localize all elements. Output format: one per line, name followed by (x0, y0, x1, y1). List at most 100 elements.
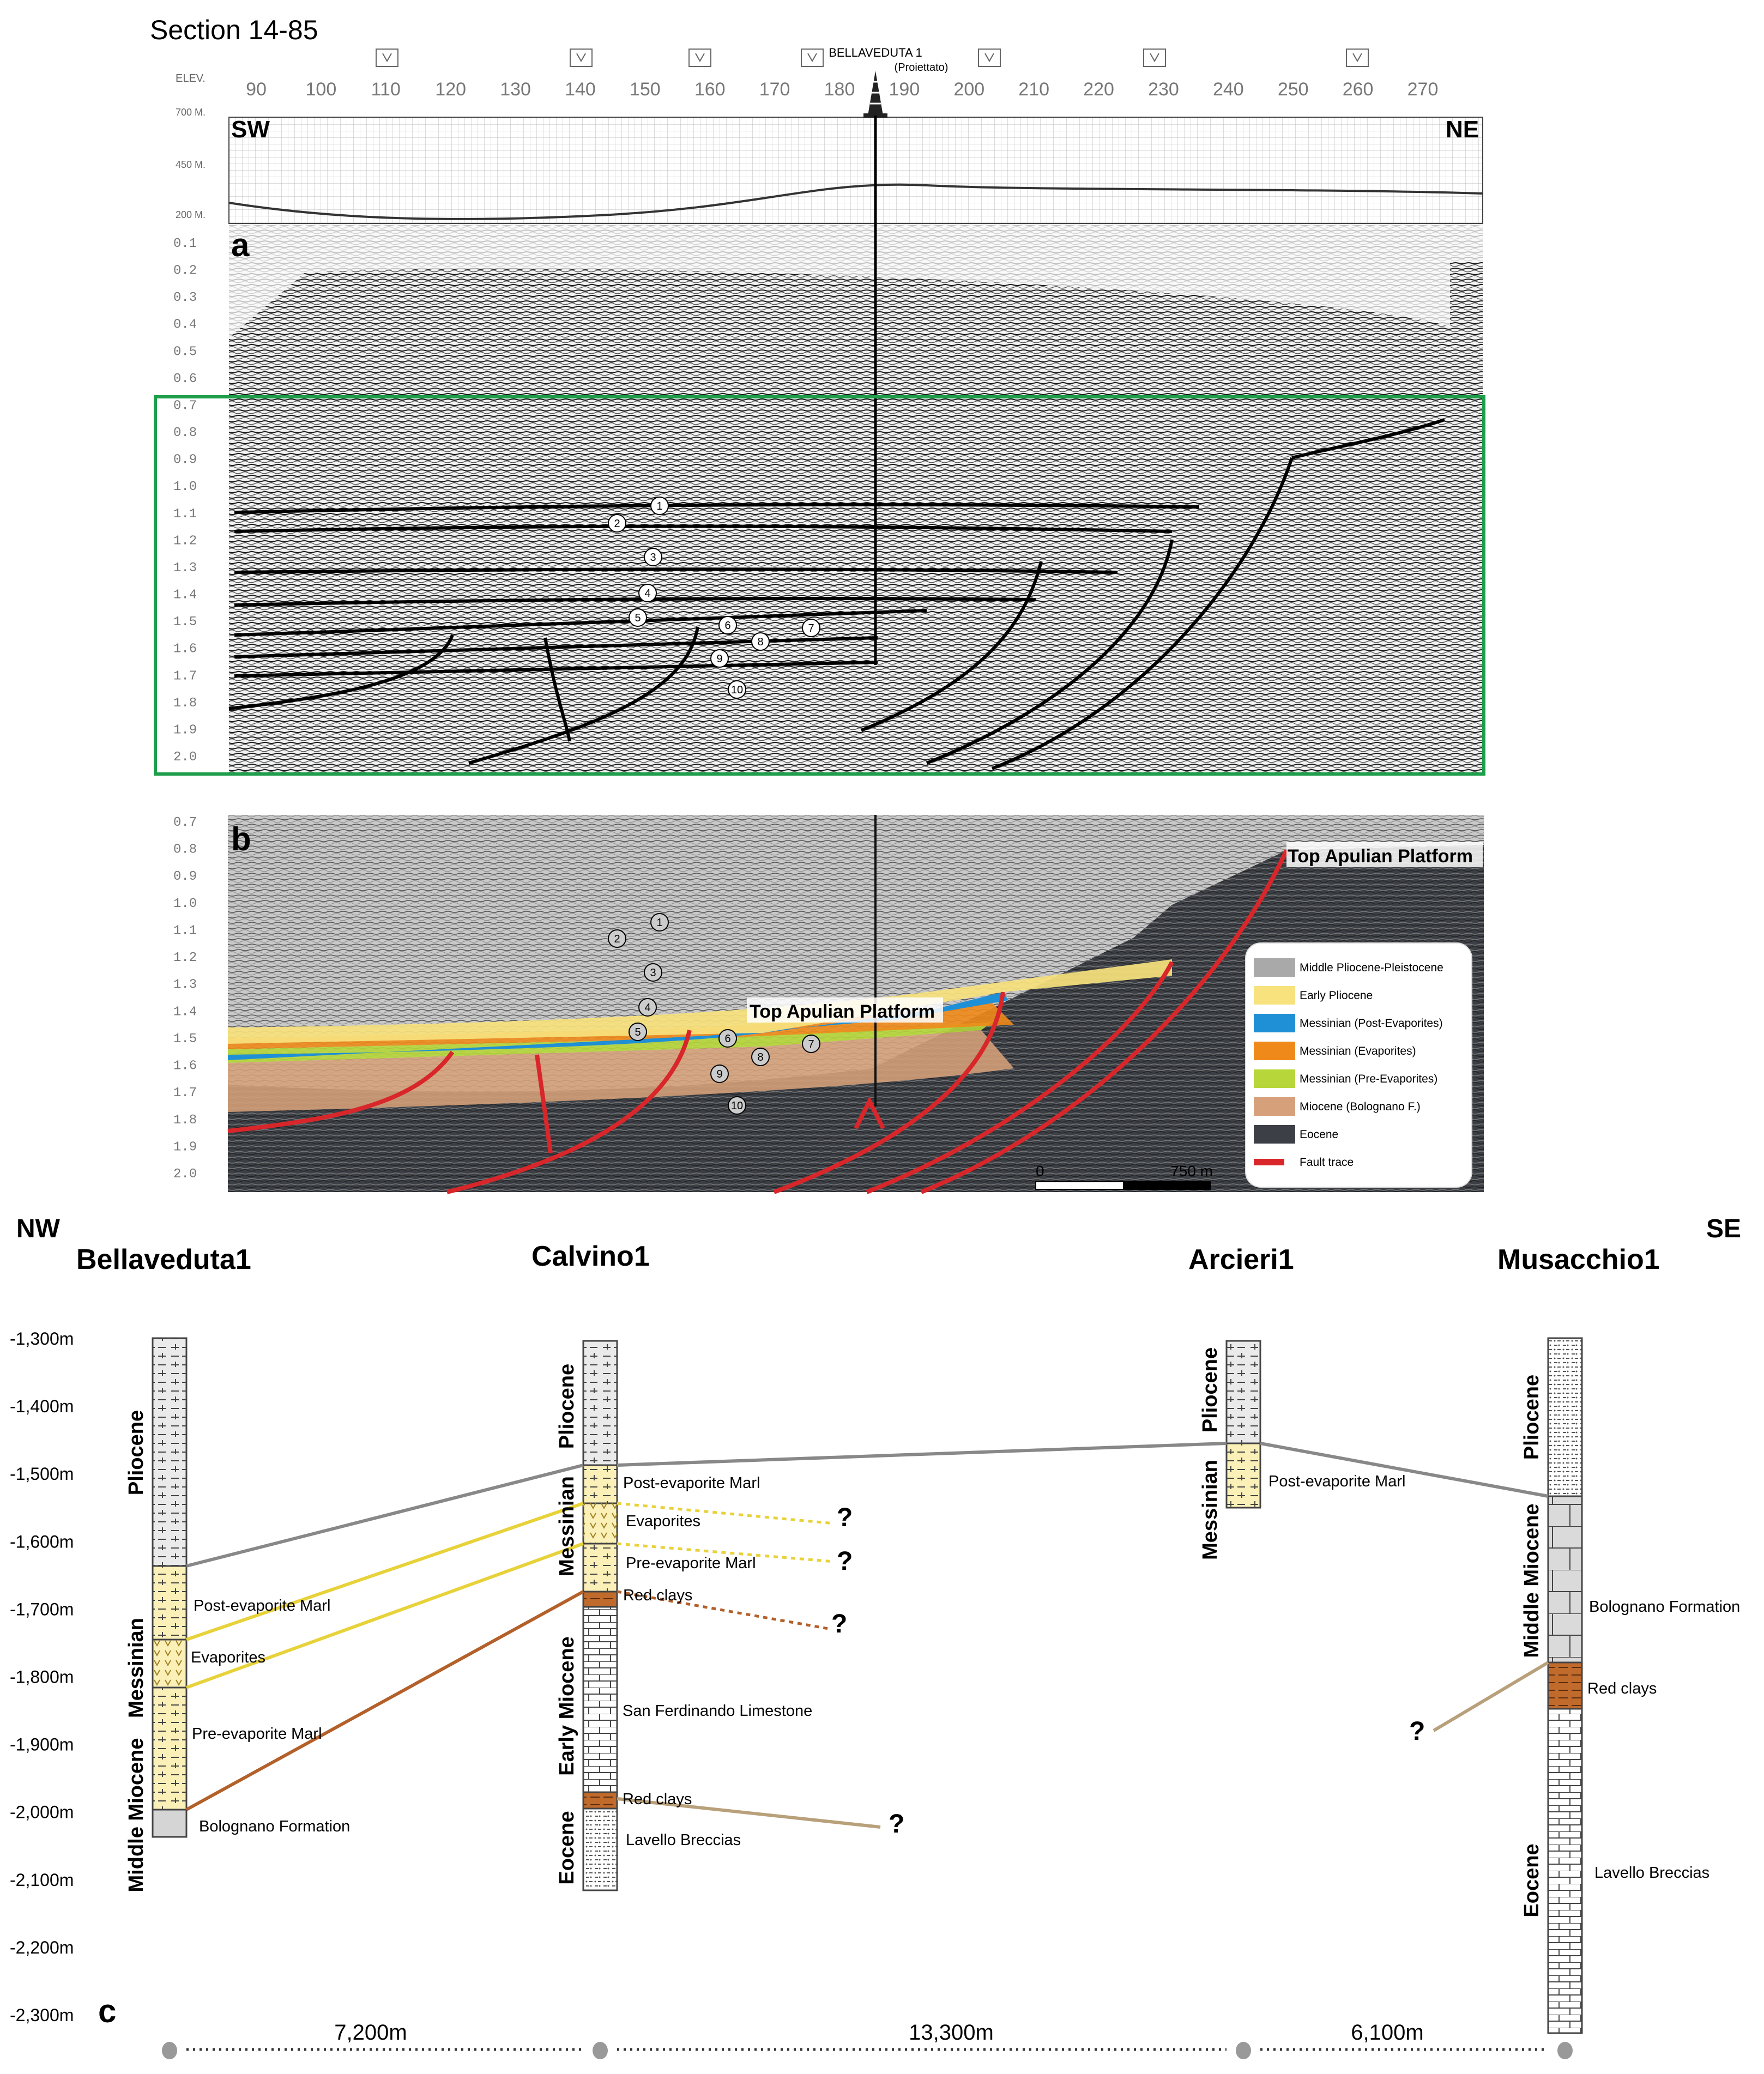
horizon-line-6 (234, 636, 878, 658)
fault-line-a-1 (228, 634, 454, 710)
twt-tick-a: 0.1 (173, 237, 197, 251)
interpreted-lines-a (228, 418, 1445, 770)
velocity-point-icon (376, 49, 398, 67)
legend-label: Eocene (1300, 1128, 1338, 1141)
shotpoint-label: 250 (1278, 79, 1309, 100)
elev-label: ELEV. (176, 72, 206, 84)
legend-item: Middle Pliocene-Pleistocene (1254, 958, 1443, 977)
twt-tick-b: 2.0 (173, 1167, 197, 1182)
shotpoint-label: 170 (759, 79, 790, 100)
horizon-marker-label: 7 (808, 622, 814, 634)
well-name-arcieri1: Arcieri1 (1188, 1244, 1294, 1275)
elev-tick-700: 700 M. (176, 107, 206, 118)
direction-ne: NE (1446, 116, 1479, 143)
twt-tick-a: 1.5 (173, 615, 197, 630)
horizon-line-2 (234, 524, 1173, 533)
shotpoint-label: 90 (246, 79, 267, 100)
top-platform-label-bg-2 (1286, 842, 1483, 867)
shotpoint-label: 150 (630, 79, 661, 100)
depth-axis: -1,300m-1,400m-1,500m-1,600m-1,700m-1,80… (10, 1329, 74, 2025)
shotpoint-label: 200 (953, 79, 984, 100)
seismic-upper-blank (229, 225, 1483, 338)
corr-dashed-evap-top (617, 1502, 835, 1525)
shotpoint-label: 160 (694, 79, 726, 100)
panel-b-letter: b (231, 821, 251, 857)
legend-label: Miocene (Bolognano F.) (1300, 1101, 1421, 1113)
horizon-marker: 5 (629, 608, 647, 627)
horizon-line-7 (234, 661, 878, 678)
distance-bar (162, 2042, 1573, 2059)
velocity-point-icon (688, 49, 711, 67)
horizon-marker: 5 (629, 1023, 647, 1041)
elev-tick-450: 450 M. (176, 159, 206, 170)
unknown-marker: ? (889, 1810, 904, 1839)
well-age-label: Messinian (1199, 1460, 1222, 1560)
well-age-label: Pliocene (555, 1364, 578, 1449)
horizon-line-1 (234, 503, 1200, 514)
section-title: Section 14-85 (150, 15, 318, 45)
shotpoint-label: 130 (500, 79, 531, 100)
horizon-marker-label: 10 (731, 1100, 743, 1112)
well-unit-label: Post-evaporite Marl (194, 1597, 330, 1615)
well-age-label: Middle Miocene (125, 1738, 148, 1892)
corr-post-evap-base (186, 1502, 584, 1641)
legend-label: Fault trace (1300, 1156, 1354, 1169)
horizon-marker-label: 2 (614, 518, 620, 530)
top-apulian-platform-label-2: Top Apulian Platform (1288, 846, 1473, 867)
twt-tick-a: 0.6 (173, 372, 197, 386)
shotpoint-label: 230 (1148, 79, 1179, 100)
well-age-label: Pliocene (125, 1410, 148, 1495)
unknown-marker: ? (1409, 1717, 1425, 1746)
well-unit-label: Post-evaporite Marl (623, 1474, 760, 1492)
depth-tick: -1,500m (10, 1464, 74, 1484)
twt-tick-a: 1.0 (173, 480, 197, 494)
legend-item: Early Pliocene (1254, 986, 1373, 1005)
horizon-marker-label: 1 (656, 917, 662, 929)
legend-swatch (1254, 986, 1295, 1005)
well-unit-label: Lavello Breccias (626, 1831, 741, 1849)
fault-line-a-5 (926, 539, 1174, 765)
depth-tick: -1,900m (10, 1735, 74, 1755)
horizon-marker: 7 (802, 619, 820, 637)
shotpoint-label: 110 (371, 79, 401, 100)
well-age-label: Eocene (1520, 1843, 1543, 1917)
depth-tick: -1,300m (10, 1329, 74, 1349)
twt-tick-b: 1.7 (173, 1086, 197, 1101)
legend-item: Messinian (Pre-Evaporites) (1254, 1069, 1437, 1088)
twt-tick-b: 1.4 (173, 1005, 197, 1019)
direction-sw: SW (231, 116, 270, 143)
horizon-marker: 9 (710, 649, 729, 668)
distance-label-3: 6,100m (1351, 2021, 1423, 2045)
question-marks: ????? (831, 1503, 1425, 1839)
depth-tick: -1,700m (10, 1599, 74, 1619)
well-derrick-icon (863, 71, 887, 118)
well-age-label: Messinian (125, 1618, 148, 1718)
shotpoint-label: 210 (1018, 79, 1049, 100)
twt-tick-b: 1.6 (173, 1059, 197, 1074)
elevation-profile-strip (228, 117, 1483, 224)
horizon-marker: 4 (638, 584, 657, 602)
twt-tick-a: 1.1 (173, 507, 197, 522)
twt-tick-a: 0.5 (173, 344, 197, 359)
horizon-marker: 10 (728, 1096, 746, 1115)
legend-label: Messinian (Post-Evaporites) (1300, 1017, 1443, 1030)
elev-tick-200: 200 M. (176, 209, 206, 220)
legend-label: Messinian (Evaporites) (1300, 1045, 1416, 1057)
depth-tick: -1,600m (10, 1532, 74, 1551)
horizon-marker-label: 3 (650, 967, 656, 979)
well-column-calvino1 (582, 1340, 618, 1891)
legend-item: Miocene (Bolognano F.) (1254, 1097, 1421, 1116)
unknown-marker: ? (837, 1547, 853, 1576)
twt-tick-a: 1.4 (173, 588, 197, 603)
twt-tick-b: 1.0 (173, 897, 197, 911)
shotpoint-label: 240 (1213, 79, 1244, 100)
scale-start-label: 0 (1036, 1163, 1044, 1180)
shotpoint-label: 120 (435, 79, 466, 100)
well-column-bellaveduta1 (152, 1337, 188, 1838)
well-unit-labels: Post-evaporite MarlEvaporitesPre-evapori… (191, 1473, 1740, 1882)
horizon-marker: 2 (608, 929, 626, 948)
legend-swatch (1254, 1125, 1295, 1144)
